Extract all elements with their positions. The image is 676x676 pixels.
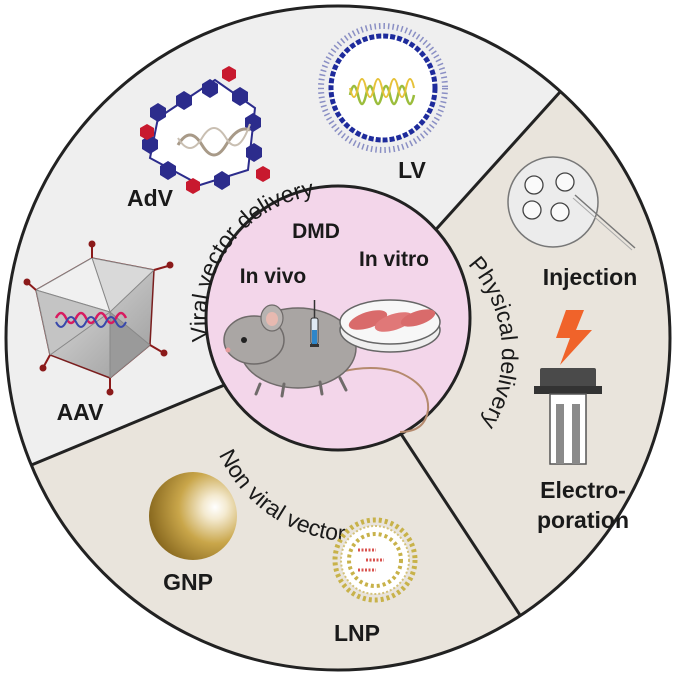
aav-label: AAV xyxy=(57,399,105,425)
outer-ring xyxy=(4,4,672,672)
nonviral-sector xyxy=(6,338,560,670)
mouse-illustration xyxy=(223,304,430,433)
electroporation-icon xyxy=(534,310,602,465)
lv-label: LV xyxy=(398,157,426,183)
injection-label: Injection xyxy=(543,264,638,290)
injection-dish-icon xyxy=(507,156,636,251)
aav-virus-icon xyxy=(23,240,174,396)
lnp-label: LNP xyxy=(334,620,380,646)
physical-sector xyxy=(338,6,670,670)
adv-label: AdV xyxy=(127,185,174,211)
electroporation-label-line2: poration xyxy=(537,507,629,533)
petri-dish-icon xyxy=(339,299,441,353)
adv-virus-icon xyxy=(140,66,270,194)
syringe-icon xyxy=(310,300,319,347)
lightning-bolt-icon xyxy=(556,310,592,365)
electroporation-label-line1: Electro- xyxy=(540,477,626,503)
gnp-particle-icon xyxy=(149,472,237,560)
lv-virus-icon xyxy=(318,23,448,153)
in-vitro-label: In vitro xyxy=(359,248,429,271)
lnp-particle-icon xyxy=(332,517,418,603)
dmd-label: DMD xyxy=(292,220,340,243)
gnp-label: GNP xyxy=(163,569,213,595)
in-vivo-label: In vivo xyxy=(240,265,307,288)
